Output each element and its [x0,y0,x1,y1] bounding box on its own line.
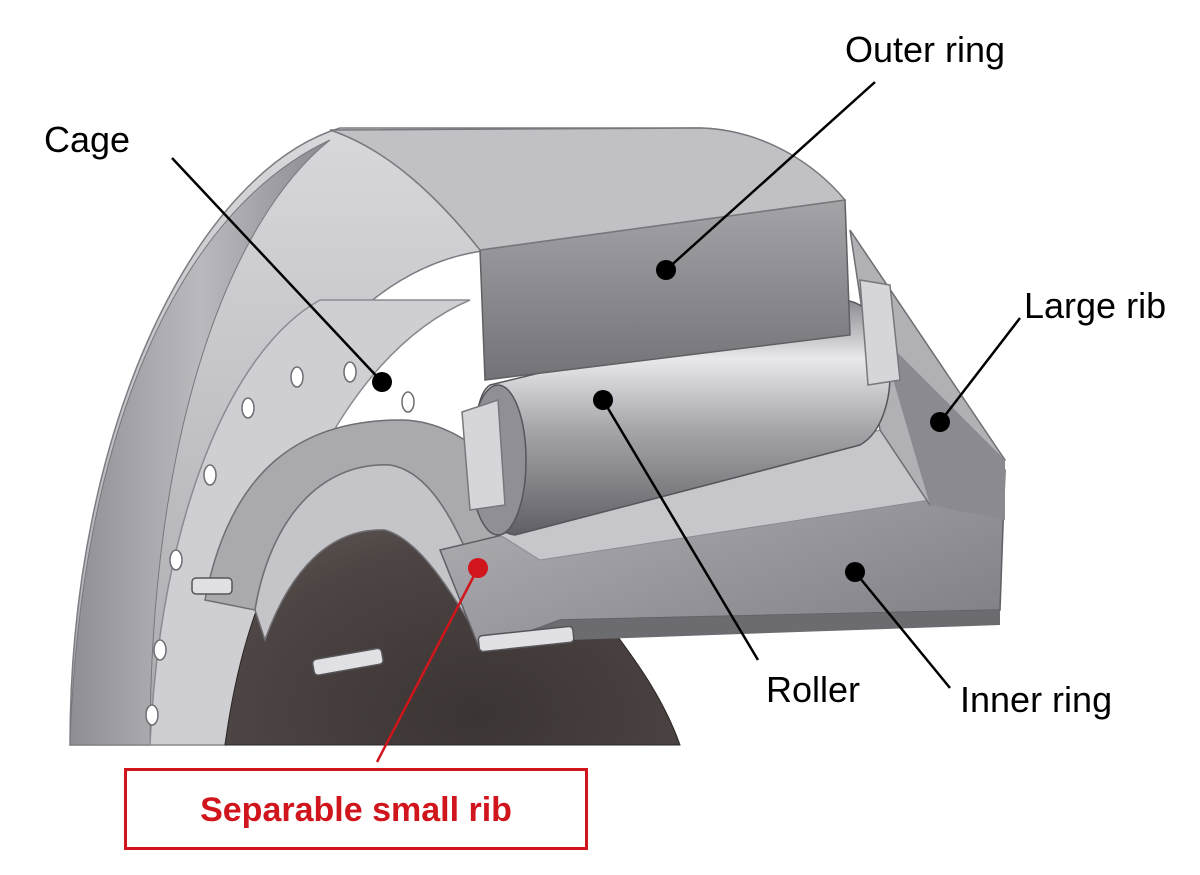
leader-inner-ring [854,571,951,689]
dot-small-rib [468,558,488,578]
dot-cage [372,372,392,392]
label-roller: Roller [766,669,861,710]
label-large-rib: Large rib [1024,285,1167,326]
label-cage: Cage [44,119,131,160]
dot-roller [593,390,613,410]
leader-outer-ring [665,81,876,271]
highlight-box: Separable small rib [124,768,588,850]
dot-outer-ring [656,260,676,280]
leader-roller [601,399,760,661]
leader-lines [171,81,1021,689]
leader-small-rib [375,567,480,763]
label-inner-ring: Inner ring [960,679,1113,720]
leader-large-rib [939,317,1021,423]
dot-inner-ring [845,562,865,582]
dot-large-rib [930,412,950,432]
label-outer-ring: Outer ring [845,29,1006,70]
leader-cage [171,157,383,383]
label-separable-small-rib: Separable small rib [200,791,512,829]
